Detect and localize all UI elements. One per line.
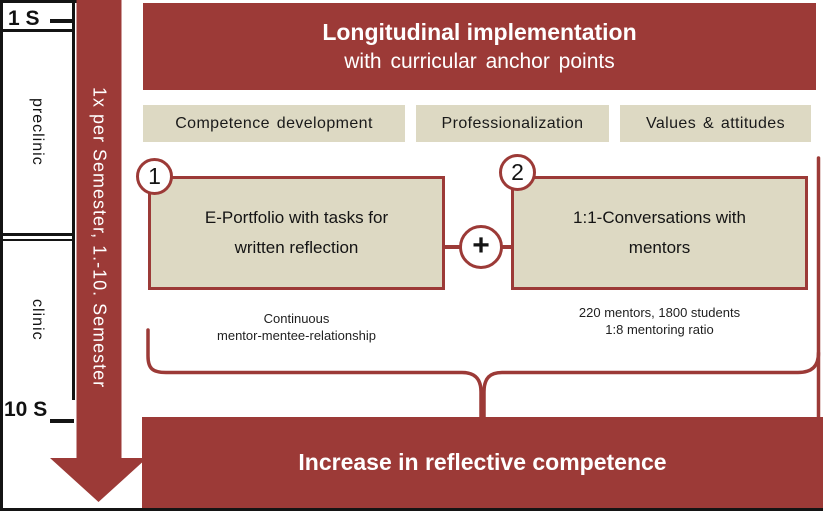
frame-border-left [0,0,3,511]
intervention-1-number: 1 [148,163,161,189]
intervention-1-box: E-Portfolio with tasks for written refle… [148,176,445,290]
intervention-2-box: 1:1-Conversations with mentors [511,176,808,290]
intervention-1-text-line2: written reflection [234,238,359,257]
preclinic-label: preclinic [29,98,46,166]
preclinic-cell-bottom-border [0,233,74,236]
intervention-2-text-line1: 1:1-Conversations with [573,208,746,228]
frame-border-bottom [0,508,823,511]
outcome-label: Increase in reflective competence [298,449,667,475]
category-values-attitudes: Values & attitudes [620,105,811,142]
intervention-1-caption: Continuous mentor-mentee-relationship [148,311,445,345]
plus-icon: + [472,228,490,262]
preclinic-cell: preclinic [2,31,72,233]
intervention-2-text-line2: mentors [628,238,691,257]
intervention-1-caption-line2: mentor-mentee-relationship [217,327,376,343]
intervention-2-number: 2 [511,159,524,185]
intervention-2-number-badge: 2 [499,154,536,191]
timeline-start-tick [50,19,74,23]
header-banner: Longitudinal implementation with curricu… [143,3,816,90]
outcome-bar: Increase in reflective competence [142,417,823,508]
intervention-2-caption-line2: 1:8 mentoring ratio [605,321,714,337]
header-subtitle: with curricular anchor points [344,50,615,74]
semester-arrow-label: 1x per Semester, 1.-10. Semester [89,87,110,389]
category-label: Professionalization [441,114,584,132]
preclinic-cell-top-border [0,29,74,32]
clinic-cell: clinic [2,241,72,399]
category-competence-development: Competence development [143,105,405,142]
semester-arrow-label-wrap: 1x per Semester, 1.-10. Semester [76,38,122,438]
timeline-end-label: 10 S [4,398,48,421]
frame-border-top [0,0,77,3]
clinic-cell-top-border [0,238,74,241]
connector-line-right [500,245,514,249]
intervention-1-caption-line1: Continuous [263,311,330,326]
intervention-2-caption: 220 mentors, 1800 students 1:8 mentoring… [511,305,808,339]
header-title: Longitudinal implementation [322,18,637,45]
intervention-1-text-line1: E-Portfolio with tasks for [204,208,389,228]
connector-line-left [444,245,462,249]
category-label: Values & attitudes [646,114,785,132]
timeline-start-label: 1 S [8,7,40,30]
category-label: Competence development [175,114,373,132]
intervention-2-caption-line1: 220 mentors, 1800 students [578,305,741,320]
funnel-brace-right [482,351,821,420]
timeline-column-divider [72,0,75,400]
intervention-1-number-badge: 1 [136,158,173,195]
clinic-label: clinic [29,299,46,341]
category-professionalization: Professionalization [416,105,609,142]
plus-circle: + [459,225,503,269]
timeline-end-tick [50,419,74,423]
